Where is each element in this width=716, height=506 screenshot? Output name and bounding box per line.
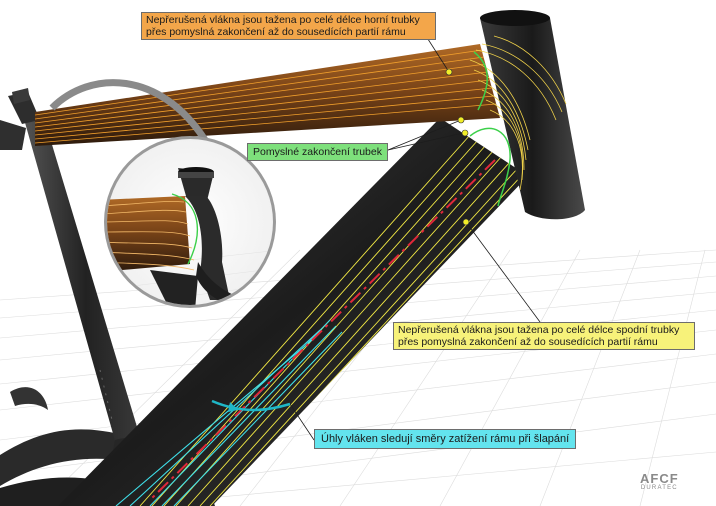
tube-end-line-top: [473, 51, 488, 111]
top-tube-fibers: [35, 49, 497, 144]
callout-tube-end: Pomyslné zakončení trubek: [247, 143, 388, 161]
seat-collar: [12, 88, 30, 104]
callout-top-tube-line1: Nepřerušená vlákna jsou tažena po celé d…: [146, 14, 420, 26]
callout-down-tube-line1: Nepřerušená vlákna jsou tažena po celé d…: [398, 324, 680, 336]
fiber-angle-arrow: [228, 402, 238, 412]
seat-stay: [0, 120, 26, 150]
magnifier-pointer: [49, 79, 208, 142]
rear-dropout: [10, 387, 48, 410]
callout-fiber-angle: Úhly vláken sledují směry zatížení rámu …: [314, 429, 577, 449]
lug-fibers: [469, 35, 567, 191]
callout-top-tube-line2: přes pomyslná zakončení až do sousedícíc…: [146, 26, 406, 38]
head-tube-top: [480, 10, 550, 26]
callout-top-tube: Nepřerušená vlákna jsou tažena po celé d…: [141, 12, 436, 40]
chainstay: [0, 429, 150, 486]
leader-lines: [289, 35, 541, 441]
marker-dot-tube-end-2: [461, 129, 469, 137]
down-tube: [58, 118, 528, 506]
head-tube: [480, 10, 585, 220]
callout-fiber-angle-text: Úhly vláken sledují směry zatížení rámu …: [321, 433, 570, 445]
magnifier-detail: [107, 167, 273, 305]
marker-dot-down-tube: [462, 218, 470, 226]
callout-tube-end-text: Pomyslné zakončení trubek: [253, 146, 382, 158]
tube-end-line-down: [469, 127, 511, 207]
brand-name: AFCF: [640, 471, 679, 486]
marker-dot-tube-end-1: [457, 116, 465, 124]
top-tube: [35, 44, 500, 146]
callout-down-tube-line2: přes pomyslná zakončení až do sousedícíc…: [398, 336, 658, 348]
seat-tube: [22, 112, 150, 476]
brand-sub: DURATEC: [640, 485, 678, 491]
callout-down-tube: Nepřerušená vlákna jsou tažena po celé d…: [393, 322, 695, 350]
fiber-angle-arc: [211, 399, 291, 412]
marker-dot-top-tube: [445, 68, 453, 76]
brand-logo: AFCF DURATEC: [640, 471, 679, 491]
